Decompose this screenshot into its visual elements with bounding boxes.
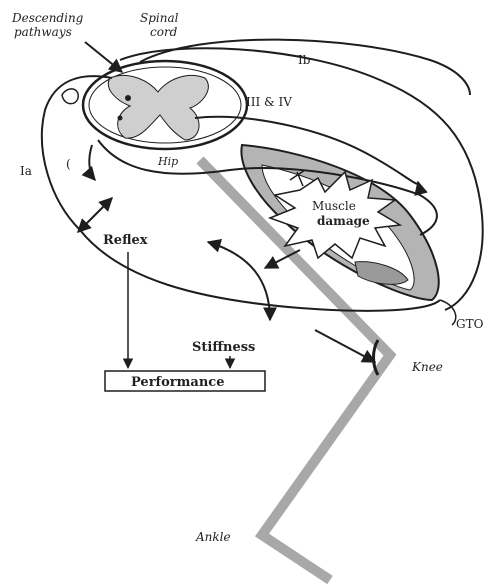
label-ankle: Ankle	[195, 530, 231, 544]
label-descending-1: Descending	[11, 11, 84, 25]
label-damage: damage	[317, 214, 370, 228]
label-ia: Ia	[20, 164, 32, 178]
label-muscle: Muscle	[312, 199, 356, 213]
gto-connector	[440, 300, 456, 325]
label-descending-2: pathways	[14, 25, 72, 39]
label-spinal-1: Spinal	[140, 11, 179, 25]
label-gto: GTO	[456, 317, 484, 331]
label-ib: Ib	[298, 53, 311, 67]
label-stiffness: Stiffness	[192, 340, 255, 355]
label-knee: Knee	[411, 360, 443, 374]
spinal-cord-section	[62, 61, 247, 149]
label-spinal-2: cord	[150, 25, 178, 39]
label-hip: Hip	[157, 155, 178, 168]
label-performance: Performance	[131, 375, 224, 390]
label-reflex: Reflex	[103, 233, 148, 248]
label-ii: (	[66, 157, 71, 171]
label-iii-iv: III & IV	[246, 95, 292, 109]
